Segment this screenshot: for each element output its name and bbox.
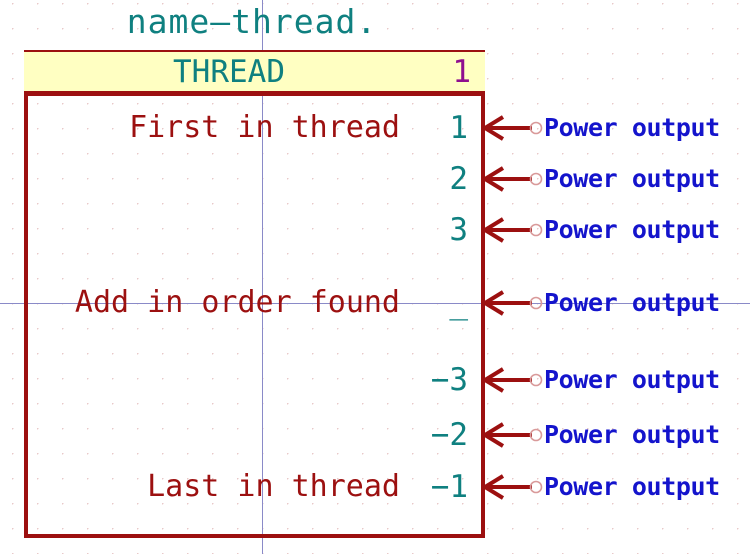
pin-graphic[interactable]: Power output (466, 358, 750, 402)
pin-symbol-icon (481, 422, 543, 448)
pin-number[interactable]: 3 (449, 212, 468, 248)
origin-axis-horizontal (0, 303, 750, 304)
pin-graphic[interactable]: Power output (466, 281, 750, 325)
pin-row-4[interactable]: Add in order found _ Power output (0, 281, 750, 325)
pin-graphic[interactable]: Power output (466, 106, 750, 150)
pin-electrical-type-label: Power output (544, 420, 720, 449)
pin-symbol-icon (481, 115, 543, 141)
header-field-number[interactable]: 1 (452, 54, 471, 90)
pin-row-1[interactable]: First in thread 1 Power output (0, 106, 750, 150)
pin-name[interactable]: Add in order found (74, 285, 400, 320)
pin-number[interactable]: 2 (449, 161, 468, 197)
origin-axis-vertical (262, 0, 263, 554)
pin-row-6[interactable]: −2 Power output (0, 413, 750, 457)
pin-symbol-icon (481, 367, 543, 393)
pin-number[interactable]: −1 (430, 469, 468, 505)
pin-row-5[interactable]: −3 Power output (0, 358, 750, 402)
pin-name[interactable]: First in thread (129, 110, 400, 145)
symbol-header-band[interactable]: THREAD 1 (24, 52, 485, 96)
pin-graphic[interactable]: Power output (466, 208, 750, 252)
pin-name[interactable]: Last in thread (147, 469, 400, 504)
symbol-title[interactable]: name—thread. (126, 2, 378, 41)
pin-row-2[interactable]: 2 Power output (0, 157, 750, 201)
pin-number[interactable]: −3 (430, 362, 468, 398)
header-field-name[interactable]: THREAD (173, 54, 285, 90)
pin-symbol-icon (481, 290, 543, 316)
pin-symbol-icon (481, 166, 543, 192)
pin-symbol-icon (481, 474, 543, 500)
pin-number[interactable]: 1 (449, 110, 468, 146)
pin-electrical-type-label: Power output (544, 113, 720, 142)
pin-graphic[interactable]: Power output (466, 413, 750, 457)
pin-graphic[interactable]: Power output (466, 157, 750, 201)
pin-row-7[interactable]: Last in thread −1 Power output (0, 465, 750, 509)
pin-number[interactable]: −2 (430, 417, 468, 453)
pin-electrical-type-label: Power output (544, 365, 720, 394)
pin-electrical-type-label: Power output (544, 288, 720, 317)
pin-graphic[interactable]: Power output (466, 465, 750, 509)
pin-electrical-type-label: Power output (544, 215, 720, 244)
pin-symbol-icon (481, 217, 543, 243)
pin-number[interactable]: _ (449, 285, 468, 321)
pin-row-3[interactable]: 3 Power output (0, 208, 750, 252)
pin-electrical-type-label: Power output (544, 164, 720, 193)
pin-electrical-type-label: Power output (544, 472, 720, 501)
